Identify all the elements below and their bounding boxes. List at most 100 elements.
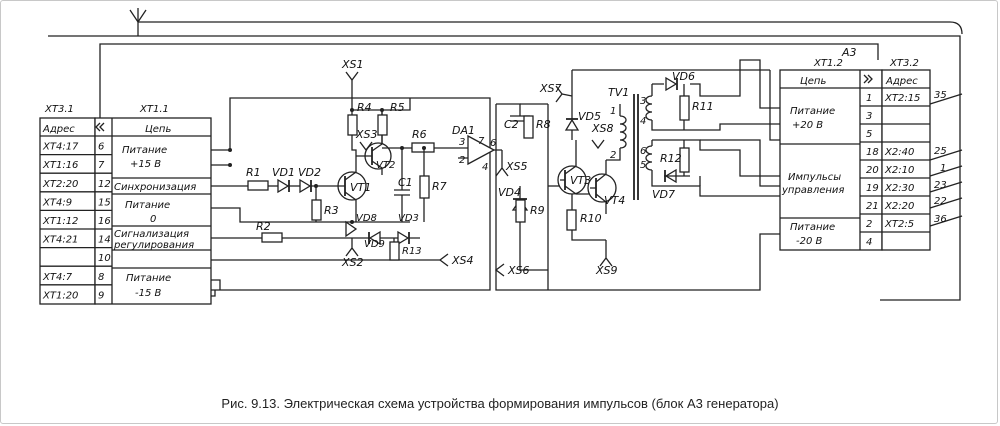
- svg-text:R5: R5: [390, 101, 405, 114]
- xt1-2-pin-2: 3: [866, 111, 872, 122]
- xs8-test-point: XS8: [591, 122, 614, 150]
- xt3-1-title: XT3.1: [44, 104, 74, 115]
- c1-capacitor: C1: [394, 148, 413, 222]
- xt1-1-group-5-line1: Питание: [126, 273, 171, 284]
- svg-text:VT2: VT2: [376, 160, 395, 171]
- xt1-1-pin-4: 15: [98, 197, 111, 208]
- xt1-2-title: XT1.2: [813, 58, 843, 69]
- xt3-2-address-7: X2:20: [884, 201, 914, 212]
- vd1-diode: VD1: [272, 166, 295, 194]
- xt1-2-header: Цепь: [800, 76, 826, 87]
- svg-text:VD1: VD1: [272, 166, 295, 179]
- xt1-1-pin-5: 16: [98, 216, 111, 227]
- svg-text:R2: R2: [256, 220, 271, 233]
- xt1-1-pin-3: 12: [98, 179, 111, 190]
- xt3-1-address-5: XT1:12: [42, 216, 78, 227]
- svg-text:XS6: XS6: [507, 264, 530, 277]
- svg-text:VD3: VD3: [398, 213, 419, 224]
- svg-text:R12: R12: [660, 152, 682, 165]
- vd3-diode: VD3: [397, 213, 419, 246]
- vd2-diode: VD2: [298, 166, 321, 194]
- middle-circuit-wiring: [495, 103, 560, 291]
- xt3-1-address-9: XT1:20: [42, 290, 78, 301]
- xt1-2-pin-9: 4: [866, 237, 872, 248]
- xt1-1-group-3-line2: 0: [150, 214, 156, 225]
- xt1-2-group-2-line2: управления: [781, 185, 844, 196]
- r7-resistor: R7: [419, 148, 447, 222]
- xt1-1-header: Цепь: [145, 124, 171, 135]
- xt3-2-address-5: X2:10: [884, 165, 914, 176]
- wire-number-4: 23: [934, 180, 947, 191]
- svg-text:XS5: XS5: [505, 160, 528, 173]
- xt3-1-address-1: XT4:17: [42, 142, 79, 153]
- xt1-1-title: XT1.1: [139, 104, 169, 115]
- svg-text:VD2: VD2: [298, 166, 321, 179]
- xs2-test-point: XS2: [341, 238, 364, 269]
- svg-text:2: 2: [459, 155, 465, 166]
- xt3-1-address-8: XT4:7: [42, 272, 73, 283]
- right-outgoing-wires: 35 25 1 23 22 36: [929, 90, 963, 227]
- svg-text:VD4: VD4: [498, 186, 521, 199]
- svg-text:XS4: XS4: [451, 254, 474, 267]
- r2-resistor: R2: [250, 220, 330, 243]
- xt1-1-pin-8: 8: [98, 272, 104, 283]
- svg-text:4: 4: [482, 162, 488, 173]
- svg-text:3: 3: [640, 96, 646, 107]
- xs7-test-point: XS7: [539, 82, 573, 103]
- xt3-2-address-4: X2:40: [884, 147, 914, 158]
- xt3-1-address-6: XT4:21: [42, 235, 78, 246]
- svg-text:R8: R8: [536, 118, 551, 131]
- svg-text:XS7: XS7: [539, 82, 562, 95]
- xt1-1-group-5-line2: -15 В: [135, 288, 162, 299]
- svg-text:C2: C2: [504, 118, 519, 131]
- xt1-1-pin-2: 7: [98, 160, 105, 171]
- svg-text:XS2: XS2: [341, 256, 364, 269]
- svg-text:4: 4: [640, 116, 646, 127]
- xt3-2-address-8: XT2:5: [884, 219, 914, 230]
- xt3-1-address-2: XT1:16: [42, 160, 78, 171]
- svg-text:R4: R4: [357, 101, 372, 114]
- block-a3-label: А3: [841, 46, 857, 59]
- svg-text:7: 7: [478, 136, 485, 147]
- xt3-2-address-1: XT2:15: [884, 93, 920, 104]
- svg-text:VT4: VT4: [604, 194, 625, 207]
- wire-number-2: 25: [934, 146, 947, 157]
- r9-resistor: R9: [515, 199, 545, 223]
- svg-text:VD6: VD6: [672, 70, 695, 83]
- vt4-transistor: VT4: [587, 160, 625, 214]
- vt1-transistor: VT1: [337, 160, 371, 222]
- vd6-diode: VD6: [665, 70, 695, 92]
- wire-number-5: 22: [934, 196, 947, 207]
- svg-text:2: 2: [610, 150, 616, 161]
- xt1-2-pin-8: 2: [866, 219, 872, 230]
- svg-text:XS3: XS3: [355, 128, 378, 141]
- wire-number-1: 35: [934, 90, 947, 101]
- xt1-2-pin-6: 19: [866, 183, 879, 194]
- svg-text:VD8: VD8: [356, 213, 377, 224]
- xs6-test-point: XS6: [494, 263, 530, 277]
- r10-resistor: R10: [566, 194, 606, 241]
- xt3-2-address-6: X2:30: [884, 183, 914, 194]
- xt1-1-group-4-line2: регулирования: [113, 240, 194, 251]
- xt1-2-pin-7: 21: [866, 201, 879, 212]
- xt3-1-address-4: XT4:9: [42, 197, 72, 208]
- vt2-transistor: VT2: [356, 110, 395, 175]
- svg-text:C1: C1: [398, 176, 413, 189]
- vd8-diode: VD8: [345, 213, 377, 238]
- xt1-1-group-4-line1: Сигнализация: [114, 229, 189, 240]
- xt3-1-table: XT3.1 Адрес XT4:17XT1:16XT2:20XT4:9XT1:1…: [39, 104, 96, 305]
- da1-op-amp: DA1 3 2 7 6 4: [452, 124, 502, 173]
- xt1-1-pin-6: 14: [98, 235, 111, 246]
- svg-text:6: 6: [640, 146, 646, 157]
- svg-text:6: 6: [490, 138, 496, 149]
- wire-number-6: 36: [934, 214, 947, 225]
- svg-text:VD5: VD5: [578, 110, 601, 123]
- r8-resistor: R8: [523, 115, 551, 139]
- r3-resistor: R3: [311, 186, 339, 222]
- vd7-diode: VD7: [652, 168, 677, 201]
- svg-text:VT3: VT3: [570, 174, 591, 187]
- xt1-2-group-2-line1: Импульсы: [788, 172, 841, 183]
- svg-text:R7: R7: [432, 180, 447, 193]
